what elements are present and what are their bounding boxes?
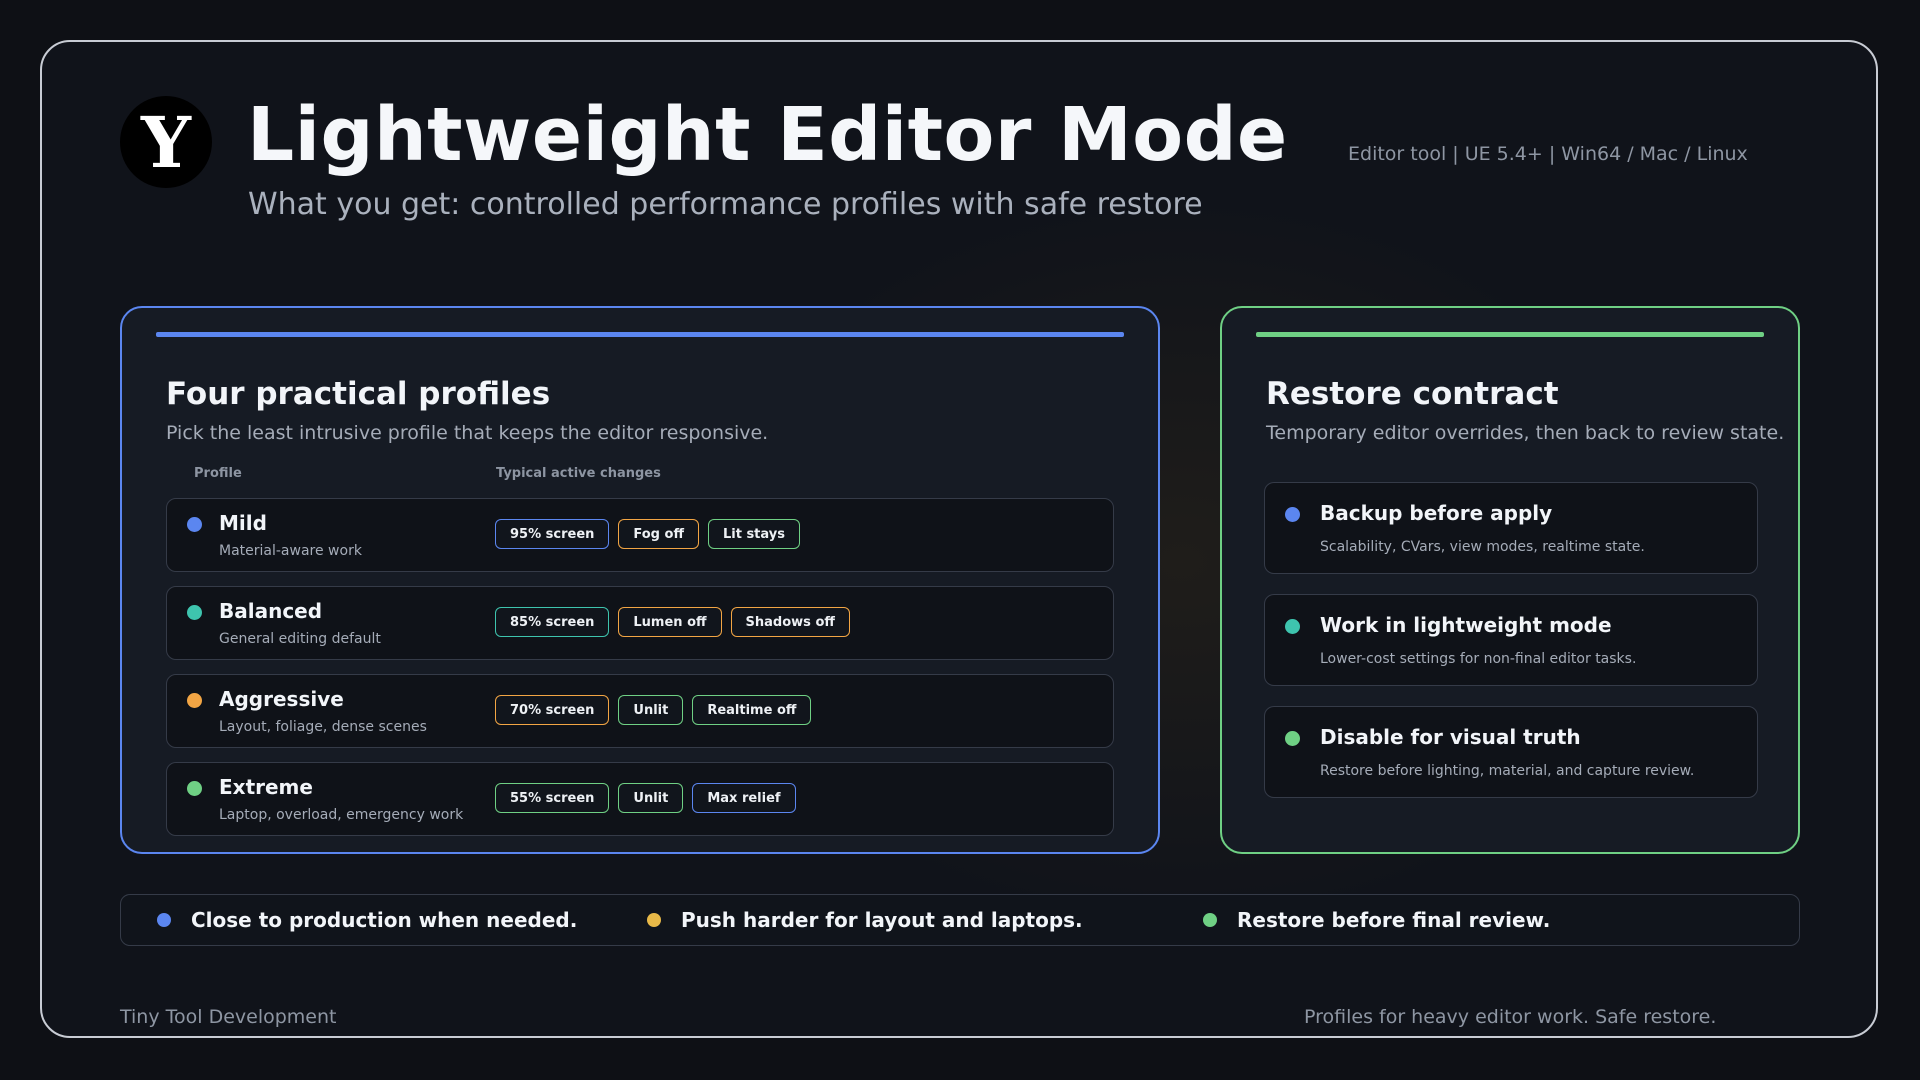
step-title: Work in lightweight mode — [1320, 613, 1612, 637]
restore-panel-description: Temporary editor overrides, then back to… — [1266, 422, 1785, 444]
summary-text: Close to production when needed. — [191, 907, 578, 932]
profiles-panel-title: Four practical profiles — [166, 376, 551, 412]
profile-description: Layout, foliage, dense scenes — [219, 719, 427, 735]
footer-tagline: Profiles for heavy editor work. Safe res… — [1304, 1006, 1717, 1028]
status-dot — [1203, 912, 1217, 927]
step-description: Scalability, CVars, view modes, realtime… — [1320, 539, 1645, 555]
change-chip: Lit stays — [707, 519, 800, 549]
change-chip: 70% screen — [495, 695, 610, 725]
status-dot — [187, 781, 202, 796]
page-title: Lightweight Editor Mode — [247, 92, 1288, 178]
change-chip: Shadows off — [730, 607, 850, 637]
restore-panel: Restore contract Temporary editor overri… — [1220, 306, 1800, 854]
change-chip: Unlit — [618, 695, 684, 725]
summary-text: Push harder for layout and laptops. — [681, 907, 1083, 932]
profile-row-extreme[interactable]: Extreme Laptop, overload, emergency work… — [166, 762, 1114, 836]
page-subtitle: What you get: controlled performance pro… — [248, 187, 1203, 222]
summary-item: Push harder for layout and laptops. — [647, 895, 1083, 944]
restore-panel-title: Restore contract — [1266, 376, 1559, 412]
change-chip: Fog off — [618, 519, 699, 549]
change-chips: 55% screen Unlit Max relief — [495, 783, 796, 813]
status-dot — [187, 517, 202, 532]
column-header-changes: Typical active changes — [496, 466, 661, 481]
status-dot — [1285, 731, 1300, 746]
summary-item: Close to production when needed. — [157, 895, 577, 944]
change-chip: 85% screen — [495, 607, 610, 637]
panel-accent-bar — [1256, 332, 1764, 337]
status-dot — [187, 693, 202, 708]
status-dot — [1285, 507, 1300, 522]
summary-strip: Close to production when needed. Push ha… — [120, 894, 1800, 946]
logo-letter: Y — [141, 100, 191, 184]
brand-logo: Y — [120, 96, 212, 188]
change-chip: Unlit — [618, 783, 684, 813]
restore-step-disable: Disable for visual truth Restore before … — [1264, 706, 1758, 798]
change-chip: 95% screen — [495, 519, 610, 549]
status-dot — [1285, 619, 1300, 634]
profile-description: Material-aware work — [219, 543, 362, 559]
change-chip: Realtime off — [692, 695, 812, 725]
profile-name: Mild — [219, 511, 267, 535]
step-description: Lower-cost settings for non-final editor… — [1320, 651, 1637, 667]
status-dot — [647, 912, 661, 927]
profile-description: General editing default — [219, 631, 381, 647]
change-chip: 55% screen — [495, 783, 610, 813]
restore-step-work: Work in lightweight mode Lower-cost sett… — [1264, 594, 1758, 686]
change-chips: 70% screen Unlit Realtime off — [495, 695, 812, 725]
profiles-panel-description: Pick the least intrusive profile that ke… — [166, 422, 769, 444]
summary-item: Restore before final review. — [1203, 895, 1550, 944]
step-description: Restore before lighting, material, and c… — [1320, 763, 1695, 779]
profile-name: Balanced — [219, 599, 323, 623]
profile-row-balanced[interactable]: Balanced General editing default 85% scr… — [166, 586, 1114, 660]
change-chips: 95% screen Fog off Lit stays — [495, 519, 800, 549]
profile-row-mild[interactable]: Mild Material-aware work 95% screen Fog … — [166, 498, 1114, 572]
change-chip: Lumen off — [618, 607, 722, 637]
panel-accent-bar — [156, 332, 1124, 337]
step-title: Disable for visual truth — [1320, 725, 1581, 749]
footer-credit: Tiny Tool Development — [120, 1006, 337, 1028]
profile-description: Laptop, overload, emergency work — [219, 807, 464, 823]
status-dot — [157, 912, 171, 927]
column-header-profile: Profile — [194, 466, 242, 481]
profiles-panel: Four practical profiles Pick the least i… — [120, 306, 1160, 854]
change-chips: 85% screen Lumen off Shadows off — [495, 607, 850, 637]
profile-row-aggressive[interactable]: Aggressive Layout, foliage, dense scenes… — [166, 674, 1114, 748]
profile-name: Aggressive — [219, 687, 344, 711]
profile-name: Extreme — [219, 775, 313, 799]
platform-meta: Editor tool | UE 5.4+ | Win64 / Mac / Li… — [1348, 143, 1748, 165]
restore-step-backup: Backup before apply Scalability, CVars, … — [1264, 482, 1758, 574]
status-dot — [187, 605, 202, 620]
summary-text: Restore before final review. — [1237, 907, 1551, 932]
step-title: Backup before apply — [1320, 501, 1553, 525]
change-chip: Max relief — [692, 783, 796, 813]
